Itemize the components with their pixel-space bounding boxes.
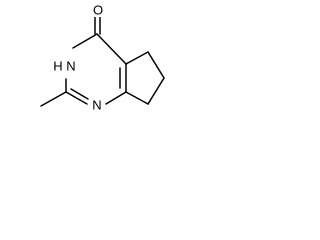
chemical-structure: O H N N [40,2,165,112]
bond-c2-n1-1 [65,91,88,105]
atom-n3-h: H [53,58,62,73]
bond-c2-n1-2 [70,88,89,100]
atom-n1: N [92,97,101,112]
bond-c4a-c4 [96,33,127,65]
atom-o1: O [93,2,103,17]
atom-labels: O H N N [50,2,106,112]
bond-c4a-c5 [125,51,149,65]
bond-c5-c6 [147,51,165,79]
bond-c4-n3 [72,33,98,49]
bonds [40,13,165,107]
bond-c2-methyl [40,91,67,107]
atom-n3: N [66,58,75,73]
bond-n1-c7a [105,91,127,105]
bond-c7-c7a [125,91,149,105]
bond-c6-c7 [147,77,165,105]
